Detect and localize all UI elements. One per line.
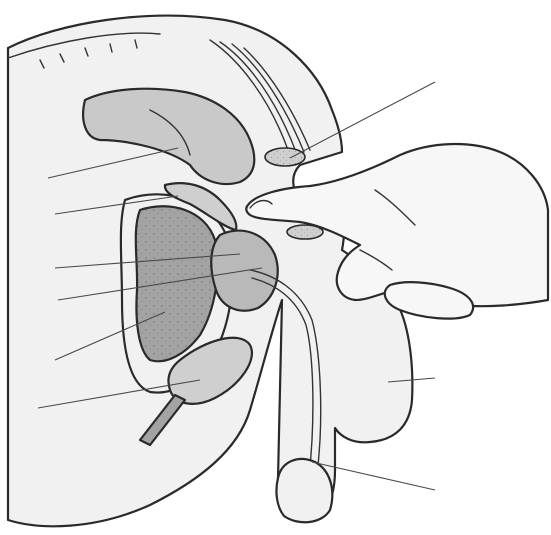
glans [276,459,332,522]
bowel-section-upper [265,148,305,166]
